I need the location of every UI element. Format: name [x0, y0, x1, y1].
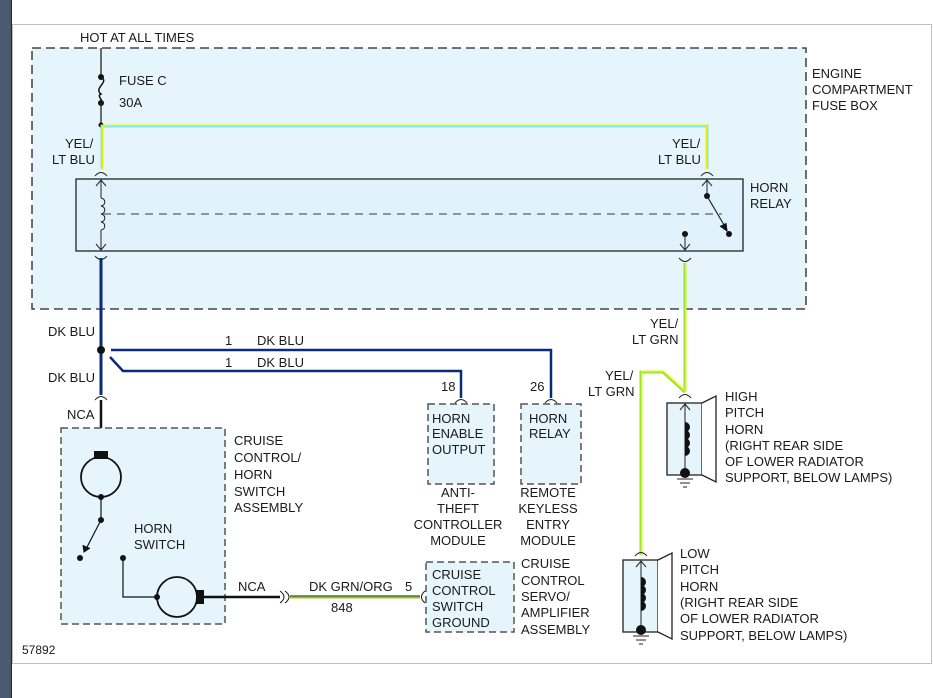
cruise-switch-label-5: ASSEMBLY — [234, 500, 303, 515]
antitheft-label-4: MODULE — [430, 533, 486, 548]
connector-icon — [421, 590, 426, 604]
wire-yel-lt-grn — [639, 263, 687, 555]
fuse-rating: 30A — [119, 95, 142, 110]
power-label: HOT AT ALL TIMES — [80, 30, 194, 45]
antitheft-label-1: ANTI- — [441, 485, 475, 500]
antitheft-inner-3: OUTPUT — [432, 442, 486, 457]
high-horn-label-5: OF LOWER RADIATOR — [725, 454, 864, 469]
fuse-box-label-1: ENGINE — [812, 66, 862, 81]
low-horn-label-1: LOW — [680, 546, 710, 561]
antitheft-label-3: CONTROLLER — [414, 517, 503, 532]
wire-label-dk-blu-upper: DK BLU — [48, 324, 95, 339]
low-horn-label-3: HORN — [680, 579, 718, 594]
wire-dk-blu-branch-keyless — [111, 348, 553, 398]
antitheft-pin: 18 — [441, 379, 455, 394]
dk-grn-org-color: DK GRN/ORG — [309, 579, 393, 594]
wire-yel-lt-blu — [100, 124, 709, 169]
wire-label-yel-lt-blu-left-2: LT BLU — [52, 152, 95, 167]
low-horn-label-5: OF LOWER RADIATOR — [680, 611, 819, 626]
low-horn-label-2: PITCH — [680, 562, 719, 577]
servo-inner-2: CONTROL — [432, 583, 496, 598]
connector-icon — [279, 590, 290, 604]
connector-icon — [678, 257, 692, 262]
high-horn-label-2: PITCH — [725, 405, 764, 420]
connector-icon — [94, 396, 108, 401]
dk-grn-org-pin: 5 — [405, 579, 412, 594]
keyless-label-3: ENTRY — [526, 517, 570, 532]
connector-icon — [544, 399, 558, 404]
antitheft-inner-1: HORN — [432, 411, 470, 426]
servo-label-4: AMPLIFIER — [521, 605, 590, 620]
clockspring-bottom-icon — [154, 576, 204, 618]
horn-relay-box — [75, 178, 744, 252]
cruise-switch-label-4: SWITCH — [234, 484, 285, 499]
keyless-inner-2: RELAY — [529, 426, 571, 441]
keyless-label-1: REMOTE — [520, 485, 576, 500]
servo-label-1: CRUISE — [521, 556, 570, 571]
high-horn-label-1: HIGH — [725, 389, 758, 404]
servo-inner-4: GROUND — [432, 615, 490, 630]
branch-2-color: DK BLU — [257, 355, 304, 370]
keyless-inner-1: HORN — [529, 411, 567, 426]
nca-top-label: NCA — [67, 407, 95, 422]
servo-label-5: ASSEMBLY — [521, 622, 590, 637]
servo-inner-3: SWITCH — [432, 599, 483, 614]
wire-label-yel-lt-blu-right-2: LT BLU — [658, 152, 701, 167]
wire-label-yel-lt-grn-lower-2: LT GRN — [588, 384, 634, 399]
wire-label-yel-lt-grn-upper-1: YEL/ — [650, 316, 679, 331]
window-side-edge — [11, 0, 12, 698]
servo-label-2: CONTROL — [521, 573, 585, 588]
wire-label-yel-lt-blu-left-1: YEL/ — [65, 136, 94, 151]
branch-1-color: DK BLU — [257, 333, 304, 348]
antitheft-inner-2: ENABLE — [432, 426, 484, 441]
keyless-pin: 26 — [530, 379, 544, 394]
diagram-id: 57892 — [22, 643, 56, 657]
high-horn-icon — [666, 394, 717, 488]
antitheft-label-2: THEFT — [437, 501, 479, 516]
connector-icon — [94, 172, 108, 177]
servo-inner-1: CRUISE — [432, 567, 481, 582]
relay-switch-icon — [679, 179, 732, 251]
horn-relay-label-2: RELAY — [750, 196, 792, 211]
wire-dk-blu-branch-antitheft — [109, 356, 463, 398]
splice-junction — [97, 346, 105, 354]
wire-dk-grn-org — [290, 595, 420, 599]
fuse-box-label-3: FUSE BOX — [812, 98, 878, 113]
horn-switch-label-2: SWITCH — [134, 537, 185, 552]
branch-1-pin: 1 — [225, 333, 232, 348]
high-horn-label-4: (RIGHT REAR SIDE — [725, 438, 844, 453]
servo-box — [425, 561, 515, 633]
low-horn-label-4: (RIGHT REAR SIDE — [680, 595, 799, 610]
low-horn-icon — [622, 551, 673, 645]
cruise-switch-label-2: CONTROL/ — [234, 450, 302, 465]
wire-label-yel-lt-blu-right-1: YEL/ — [672, 136, 701, 151]
wire-label-dk-blu-lower: DK BLU — [48, 370, 95, 385]
high-horn-label-6: SUPPORT, BELOW LAMPS) — [725, 470, 892, 485]
fuse-name: FUSE C — [119, 73, 167, 88]
wire-label-yel-lt-grn-lower-1: YEL/ — [605, 368, 634, 383]
keyless-label-2: KEYLESS — [518, 501, 578, 516]
nca-bottom-label: NCA — [238, 579, 266, 594]
cruise-switch-label-1: CRUISE — [234, 433, 283, 448]
branch-2-pin: 1 — [225, 355, 232, 370]
connector-icon — [700, 172, 714, 177]
dk-grn-org-circuit: 848 — [331, 600, 353, 615]
high-horn-label-3: HORN — [725, 422, 763, 437]
connector-icon — [454, 399, 468, 404]
cruise-switch-label-3: HORN — [234, 467, 272, 482]
wire-label-yel-lt-grn-upper-2: LT GRN — [632, 332, 678, 347]
horn-relay-label-1: HORN — [750, 180, 788, 195]
window-side-strip — [0, 0, 11, 698]
antitheft-module-box — [427, 403, 495, 485]
relay-coil-icon — [95, 179, 107, 251]
keyless-module-box — [520, 403, 582, 485]
keyless-label-4: MODULE — [520, 533, 576, 548]
fuse-box-label-2: COMPARTMENT — [812, 82, 913, 97]
servo-label-3: SERVO/ — [521, 589, 570, 604]
low-horn-label-6: SUPPORT, BELOW LAMPS) — [680, 628, 847, 643]
horn-switch-icon — [77, 519, 157, 598]
horn-switch-label-1: HORN — [134, 521, 172, 536]
